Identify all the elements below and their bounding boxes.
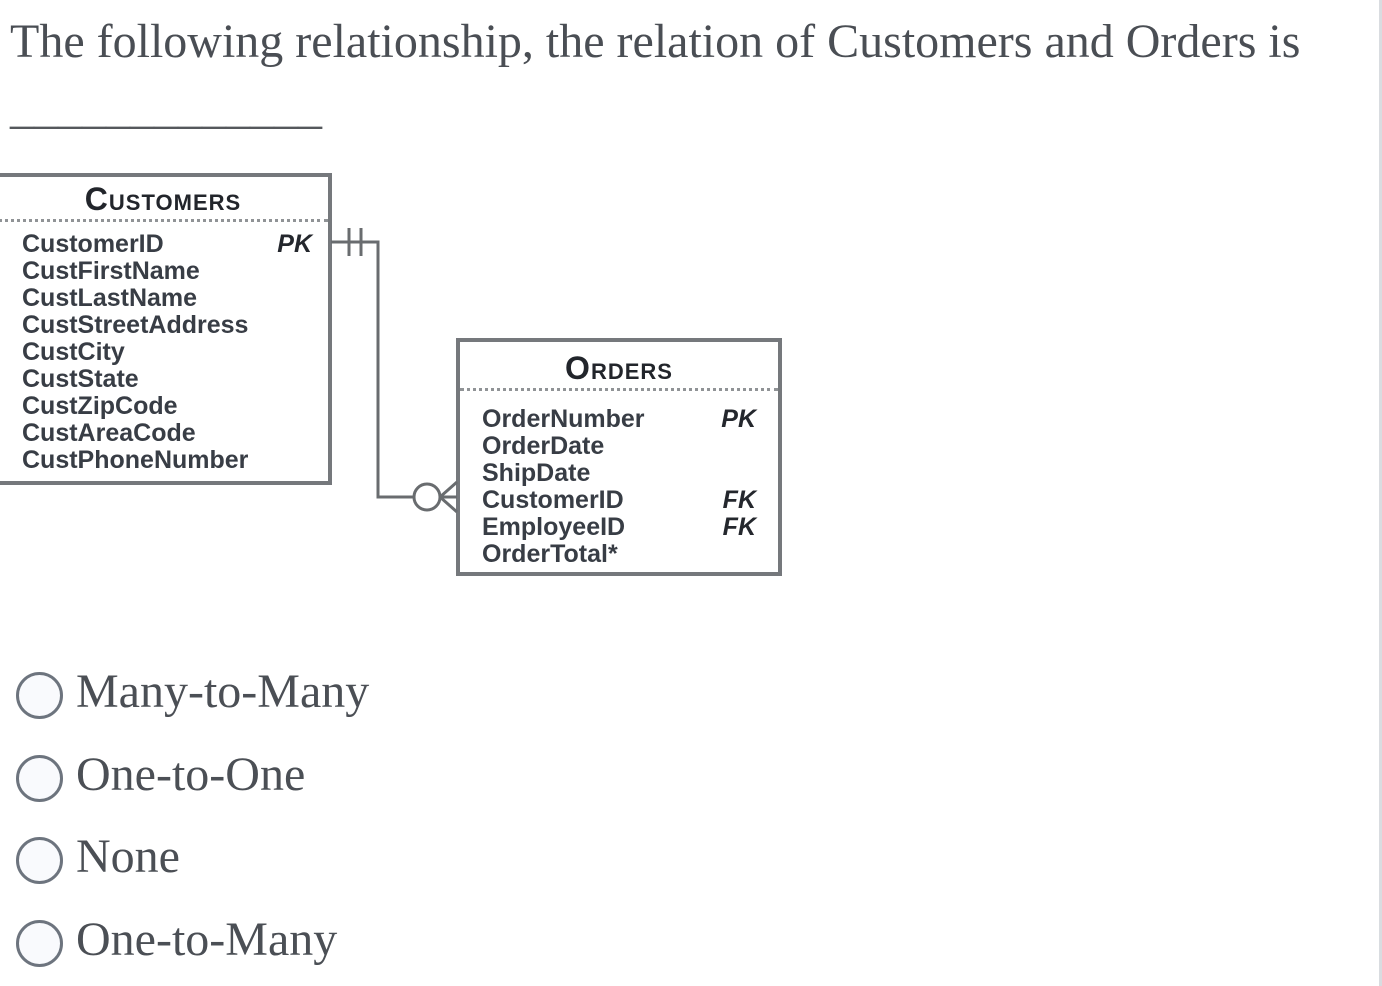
connector-path [331, 240, 415, 499]
field-row: CustomerID FK [482, 487, 756, 514]
customers-entity-title: Customers [84, 181, 242, 217]
field-name: CustState [22, 365, 139, 393]
zero-or-many-notation-icon [412, 480, 458, 514]
field-row: CustState [22, 366, 312, 393]
orders-entity-box: Orders OrderNumber PK OrderDate ShipDate… [456, 338, 782, 576]
field-name: EmployeeID [482, 513, 626, 541]
field-name: CustZipCode [22, 392, 178, 420]
field-name: CustPhoneNumber [22, 446, 249, 474]
field-name: OrderNumber [482, 405, 645, 433]
option-label[interactable]: One-to-Many [76, 913, 338, 966]
radio-button-one-to-one[interactable] [16, 754, 63, 802]
radio-button-none[interactable] [16, 836, 63, 884]
field-row: CustZipCode [22, 393, 312, 420]
option-one-to-one[interactable]: One-to-One [16, 748, 306, 802]
radio-button-many-to-many[interactable] [16, 671, 63, 719]
option-label[interactable]: None [76, 830, 180, 883]
field-name: CustStreetAddress [22, 311, 249, 339]
question-text: The following relationship, the relation… [10, 15, 1301, 68]
primary-key-label: PK [721, 405, 756, 433]
field-row: OrderTotal* [482, 541, 756, 568]
question-blank-line: _____________ [10, 81, 322, 134]
field-name: CustCity [22, 338, 125, 366]
page-right-edge [1379, 0, 1382, 986]
field-row: EmployeeID FK [482, 514, 756, 541]
field-name: CustomerID [22, 230, 164, 258]
customers-field-list: CustomerID PK CustFirstName CustLastName… [0, 222, 328, 474]
field-name: CustLastName [22, 284, 198, 312]
foreign-key-label: FK [722, 486, 756, 514]
orders-entity-title: Orders [565, 350, 673, 386]
customers-title-separator [0, 219, 328, 222]
field-name: CustAreaCode [22, 419, 196, 447]
field-row: CustStreetAddress [22, 312, 312, 339]
option-none[interactable]: None [16, 830, 180, 884]
option-many-to-many[interactable]: Many-to-Many [16, 665, 370, 719]
field-row: CustomerID PK [22, 231, 312, 258]
field-name: OrderTotal* [482, 540, 618, 568]
field-row: OrderNumber PK [482, 406, 756, 433]
field-row: CustAreaCode [22, 420, 312, 447]
orders-title-separator [460, 388, 778, 391]
primary-key-label: PK [277, 230, 312, 258]
foreign-key-label: FK [722, 513, 756, 541]
one-and-only-one-notation-icon [347, 228, 363, 256]
field-row: CustLastName [22, 285, 312, 312]
er-diagram: Customers CustomerID PK CustFirstName Cu… [0, 0, 900, 640]
option-label[interactable]: One-to-One [76, 748, 306, 801]
field-row: CustFirstName [22, 258, 312, 285]
field-row: CustCity [22, 339, 312, 366]
field-name: ShipDate [482, 459, 591, 487]
field-name: CustFirstName [22, 257, 200, 285]
field-row: CustPhoneNumber [22, 447, 312, 474]
relationship-connector-line [331, 228, 458, 514]
option-one-to-many[interactable]: One-to-Many [16, 913, 338, 967]
field-name: CustomerID [482, 486, 624, 514]
orders-field-list: OrderNumber PK OrderDate ShipDate Custom… [460, 391, 778, 568]
option-label[interactable]: Many-to-Many [76, 665, 370, 718]
field-row: ShipDate [482, 460, 756, 487]
field-row: OrderDate [482, 433, 756, 460]
customers-entity-box: Customers CustomerID PK CustFirstName Cu… [0, 173, 332, 485]
field-name: OrderDate [482, 432, 605, 460]
radio-button-one-to-many[interactable] [16, 919, 63, 967]
